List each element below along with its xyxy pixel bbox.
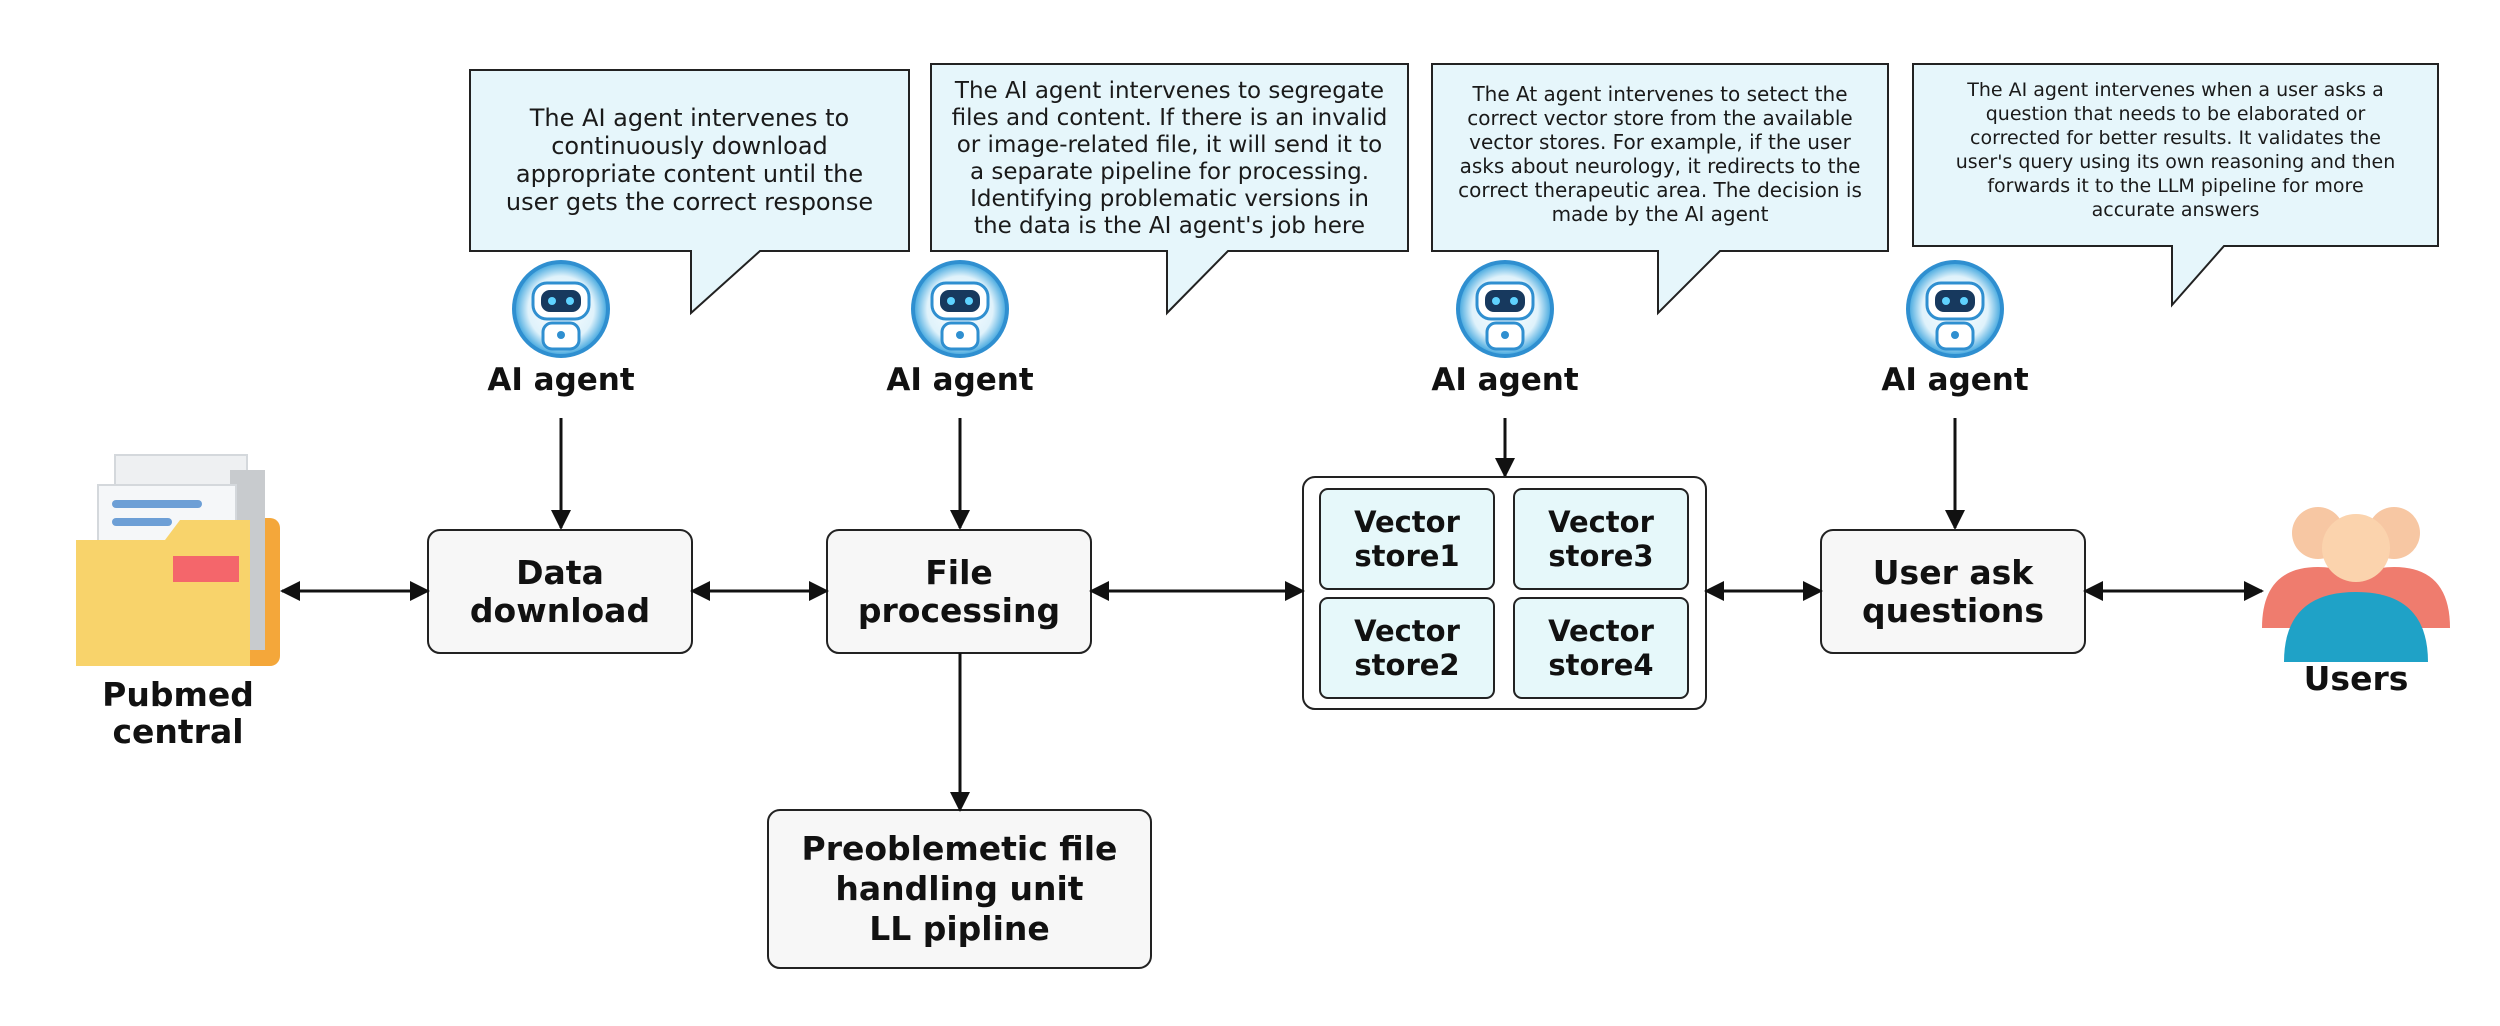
users-icon (2262, 507, 2450, 662)
problem-unit-label: Preoblemetic file handling unit LL pipli… (801, 829, 1118, 948)
pubmed-central-label: Pubmed central (102, 675, 254, 751)
vector-store-box (1513, 597, 1689, 699)
bubble-text-questions: The AI agent intervenes when a user asks… (1955, 79, 2396, 221)
agent-label: AI agent (487, 362, 635, 398)
vector-store-label: Vector store1 (1354, 505, 1460, 573)
vector-store-label: Vector store2 (1354, 614, 1460, 682)
agent-label: AI agent (1881, 362, 2029, 398)
folder-icon (76, 454, 280, 666)
robot-icon (1906, 260, 2004, 358)
vector-store-box (1319, 488, 1495, 590)
bubble-text-processing: The AI agent intervenes to segregate fil… (951, 78, 1388, 239)
speech-bubble-vector (1431, 63, 1889, 316)
speech-bubble-download (469, 69, 910, 316)
robot-icon (512, 260, 610, 358)
bubble-text-download: The AI agent intervenes to continuously … (505, 104, 874, 216)
agent-label: AI agent (886, 362, 1034, 398)
robot-icon (911, 260, 1009, 358)
speech-bubble-processing (930, 63, 1409, 316)
vector-store-label: Vector store4 (1548, 614, 1654, 682)
robot-icon (1456, 260, 1554, 358)
file-processing-label: File processing (857, 552, 1061, 630)
vector-store-box (1513, 488, 1689, 590)
vector-store-box (1319, 597, 1495, 699)
data-download-label: Data download (469, 552, 651, 630)
users-label: Users (2303, 659, 2409, 698)
agent-label: AI agent (1431, 362, 1579, 398)
speech-bubble-questions (1912, 63, 2439, 308)
vector-store-label: Vector store3 (1548, 505, 1654, 573)
bubble-text-vector: The At agent intervenes to setect the co… (1458, 82, 1862, 226)
user-questions-label: User ask questions (1861, 552, 2045, 630)
